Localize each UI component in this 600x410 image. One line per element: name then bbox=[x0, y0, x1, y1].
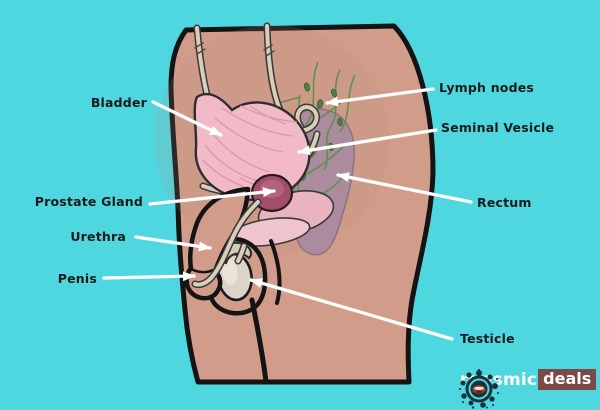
label-lymph-nodes: Lymph nodes bbox=[439, 80, 535, 95]
logo: rgasmic deals bbox=[459, 369, 597, 409]
arrow-bladder bbox=[151, 100, 223, 137]
scrotum-back-crease bbox=[269, 239, 282, 305]
label-seminal-vesicle: Seminal Vesicle bbox=[441, 120, 555, 135]
tube-cut-marks bbox=[194, 42, 275, 57]
label-penis: Penis bbox=[57, 271, 97, 286]
vas-stub-to-testicle bbox=[234, 242, 248, 265]
arrow-penis bbox=[102, 271, 196, 282]
buttock-leg-crease bbox=[249, 297, 269, 385]
label-testicle: Testicle bbox=[460, 331, 515, 346]
arrow-prostate bbox=[148, 187, 276, 206]
arrow-testicle bbox=[249, 278, 454, 341]
label-urethra: Urethra bbox=[70, 229, 126, 244]
bladder-shape bbox=[193, 92, 311, 201]
urethra-tube bbox=[191, 198, 262, 289]
annotation-arrows bbox=[102, 87, 473, 341]
arrow-seminal-vesicle bbox=[297, 128, 438, 156]
arrow-lymph-nodes bbox=[325, 87, 435, 107]
arrow-rectum bbox=[336, 172, 473, 204]
label-prostate-gland: Prostate Gland bbox=[34, 194, 143, 209]
logo-splat-icon bbox=[459, 369, 499, 409]
lips-icon bbox=[472, 385, 486, 394]
arrow-urethra bbox=[134, 235, 212, 252]
ureter-tube-right bbox=[263, 22, 320, 134]
label-bladder: Bladder bbox=[90, 95, 147, 110]
glans-crease bbox=[189, 267, 215, 274]
logo-badge: deals bbox=[538, 369, 597, 390]
label-rectum: Rectum bbox=[477, 195, 532, 210]
